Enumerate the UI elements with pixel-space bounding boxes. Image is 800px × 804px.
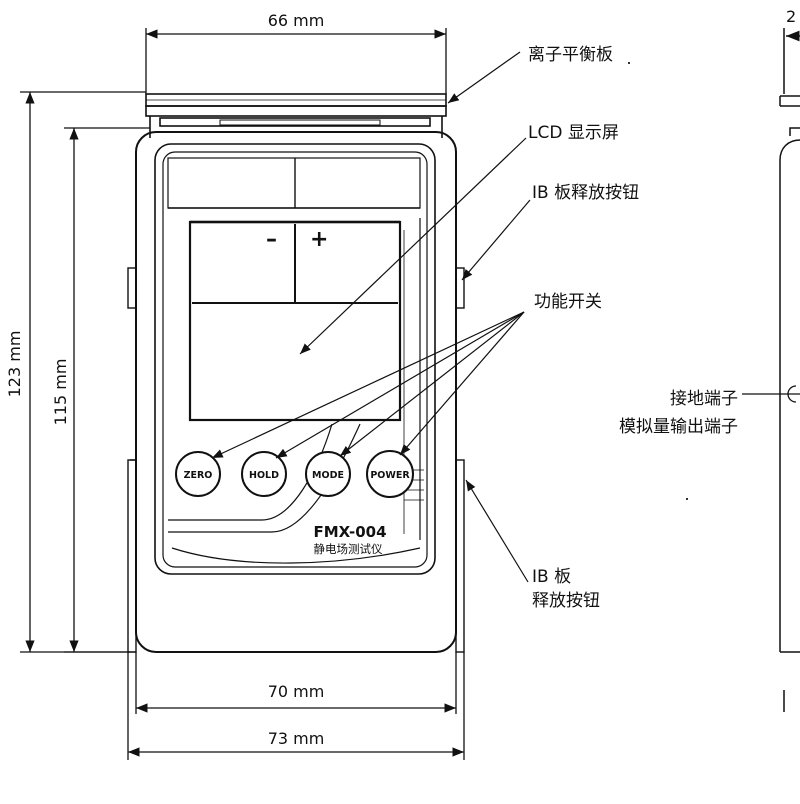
callout-ion-plate: 离子平衡板 bbox=[528, 45, 613, 65]
dimension-lines bbox=[20, 28, 465, 760]
side-dim-partial: 2 bbox=[786, 7, 796, 26]
mode-button[interactable]: MODE bbox=[305, 451, 351, 497]
callout-function-switch: 功能开关 bbox=[534, 292, 602, 312]
lcd-screen bbox=[188, 220, 402, 422]
callout-analog-output: 模拟量输出端子 bbox=[619, 417, 738, 437]
callout-ib-plate-line1: IB 板 bbox=[532, 567, 571, 587]
hold-button[interactable]: HOLD bbox=[241, 451, 287, 497]
dim-top-width: 66 mm bbox=[268, 11, 325, 30]
side-view-partial bbox=[779, 28, 800, 712]
power-button-label: POWER bbox=[370, 470, 410, 481]
zero-button-label: ZERO bbox=[184, 470, 213, 481]
callout-ib-release: IB 板释放按钮 bbox=[532, 183, 639, 203]
dim-height-inner: 115 mm bbox=[51, 359, 70, 426]
power-button[interactable]: POWER bbox=[366, 450, 414, 498]
callout-lcd: LCD 显示屏 bbox=[528, 123, 619, 143]
ion-balance-plate bbox=[145, 93, 447, 138]
lcd-minus-label: – bbox=[266, 227, 277, 252]
hold-button-label: HOLD bbox=[249, 470, 279, 481]
dim-height-outer: 123 mm bbox=[5, 331, 24, 398]
device-body bbox=[127, 131, 465, 653]
scan-specks bbox=[628, 62, 688, 500]
model-name: FMX-004 bbox=[313, 523, 386, 541]
zero-button[interactable]: ZERO bbox=[175, 451, 221, 497]
callout-ib-plate-line2: 释放按钮 bbox=[532, 591, 600, 611]
dim-bottom-outer: 73 mm bbox=[268, 729, 325, 748]
mode-button-label: MODE bbox=[312, 470, 344, 481]
lcd-plus-label: + bbox=[310, 227, 328, 252]
callout-leaders bbox=[211, 51, 800, 583]
model-subtitle: 静电场测试仪 bbox=[314, 542, 383, 556]
dim-bottom-inner: 70 mm bbox=[268, 682, 325, 701]
callout-ground-terminal: 接地端子 bbox=[670, 389, 738, 409]
function-buttons: ZERO HOLD MODE POWER bbox=[175, 450, 414, 498]
